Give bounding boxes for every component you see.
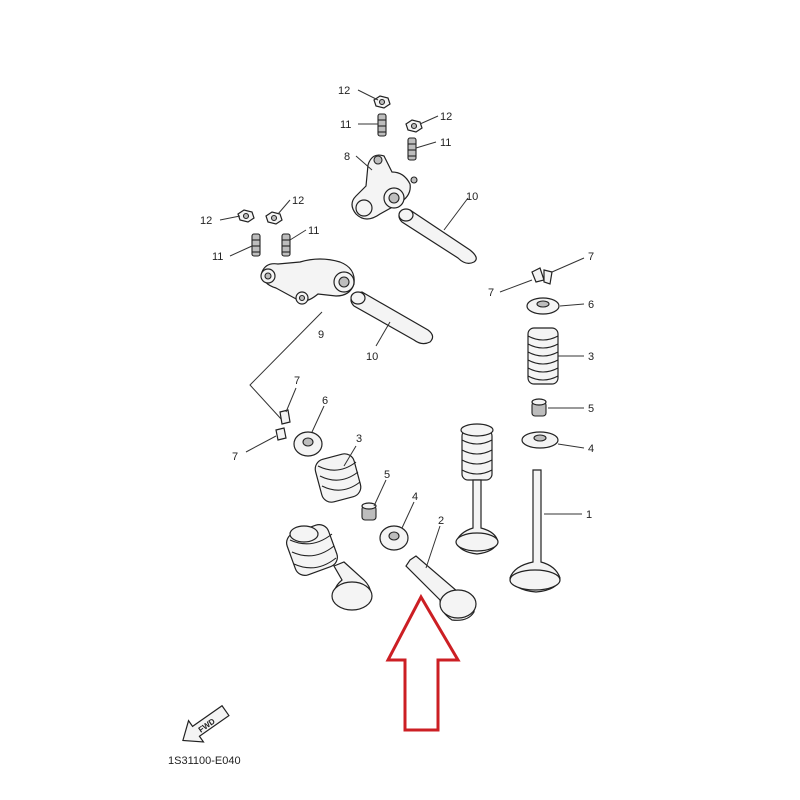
callout-8: 8 — [344, 151, 350, 163]
adjuster-screw-11-lower-right[interactable] — [281, 233, 291, 257]
callout-1: 1 — [586, 509, 592, 521]
locknut-12-upper-right[interactable] — [405, 119, 423, 133]
callout-12: 12 — [440, 111, 452, 123]
locknut-12-upper-left[interactable] — [373, 95, 391, 109]
callout-6: 6 — [322, 395, 328, 407]
diagram-code: 1S31100-E040 — [168, 755, 241, 767]
callout-9: 9 — [318, 329, 324, 341]
callout-12: 12 — [200, 215, 212, 227]
valve-spring-3-right[interactable] — [527, 327, 559, 385]
spring-retainer-6-left[interactable] — [293, 431, 323, 457]
valve-1-assembled[interactable] — [284, 522, 373, 611]
callout-11: 11 — [340, 119, 351, 131]
callout-7: 7 — [232, 451, 238, 463]
rocker-arm-9[interactable] — [260, 258, 355, 305]
callout-11: 11 — [308, 225, 319, 237]
callout-5: 5 — [588, 403, 594, 415]
rocker-arm-8[interactable] — [351, 154, 418, 220]
stem-seal-5-left[interactable] — [361, 502, 377, 521]
valve-2[interactable] — [405, 555, 477, 621]
callout-2: 2 — [438, 515, 444, 527]
adjuster-screw-11-upper-left[interactable] — [377, 113, 387, 137]
callout-7: 7 — [294, 375, 300, 387]
spring-retainer-6-right[interactable] — [526, 297, 560, 315]
stem-seal-5-right[interactable] — [531, 398, 547, 417]
spring-seat-4-left[interactable] — [379, 525, 409, 551]
rocker-shaft-10-upper[interactable] — [398, 208, 477, 264]
valve-spring-3-left[interactable] — [313, 452, 363, 505]
highlight-arrow-icon — [385, 593, 461, 732]
callout-7: 7 — [488, 287, 494, 299]
valve-2-assembled[interactable] — [455, 423, 499, 555]
callout-10: 10 — [466, 191, 478, 203]
callout-3: 3 — [356, 433, 362, 445]
rocker-shaft-10-lower[interactable] — [350, 291, 434, 345]
locknut-12-lower-right[interactable] — [265, 211, 283, 225]
callout-4: 4 — [412, 491, 418, 503]
adjuster-screw-11-upper-right[interactable] — [407, 137, 417, 161]
callout-12: 12 — [292, 195, 304, 207]
callout-5: 5 — [384, 469, 390, 481]
callout-3: 3 — [588, 351, 594, 363]
valve-cotter-7-left[interactable] — [275, 409, 291, 441]
locknut-12-lower-left[interactable] — [237, 209, 255, 223]
callout-12: 12 — [338, 85, 350, 97]
valve-1[interactable] — [509, 469, 561, 593]
callout-4: 4 — [588, 443, 594, 455]
callout-10: 10 — [366, 351, 378, 363]
adjuster-screw-11-lower-left[interactable] — [251, 233, 261, 257]
valve-cotter-7-right[interactable] — [531, 267, 553, 285]
callout-6: 6 — [588, 299, 594, 311]
callout-11: 11 — [440, 137, 451, 149]
callout-7: 7 — [588, 251, 594, 263]
fwd-arrow-icon: FWD — [182, 704, 230, 743]
spring-seat-4-right[interactable] — [521, 431, 559, 449]
callout-11: 11 — [212, 251, 223, 263]
